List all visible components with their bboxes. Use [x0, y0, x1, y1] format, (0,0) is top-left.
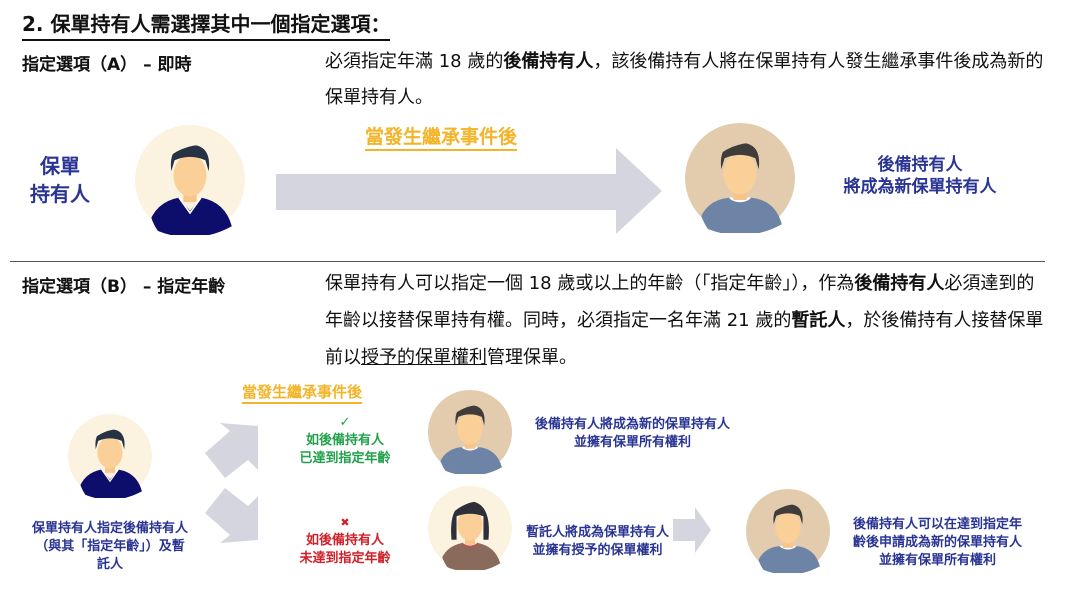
- event-label: 當發生繼承事件後: [365, 122, 518, 151]
- avatar-trustee: [428, 486, 512, 570]
- event-label-b: 當發生繼承事件後: [242, 381, 363, 404]
- successor-result: 後備持有人將成為新保單持有人: [820, 154, 1020, 198]
- reached-result: 後備持有人將成為新的保單持有人並擁有保單所有權利: [515, 416, 750, 452]
- text: 託人: [96, 557, 123, 572]
- bold-term: 暫託人: [791, 310, 846, 331]
- option-b-description: 保單持有人可以指定一個 18 歲或以上的年齡（「指定年齡」），作為後備持有人必須…: [325, 265, 1045, 376]
- text: ，於後備持有人接替保單前以: [325, 310, 1044, 368]
- later-result: 後備持有人可以在達到指定年齡後申請成為新的保單持有人並擁有保單所有權利: [830, 516, 1045, 570]
- text: 後備持有人可以在達到指定年: [852, 517, 1022, 532]
- check-icon: ✓: [339, 415, 351, 430]
- person-icon: [135, 125, 245, 235]
- text: （與其「指定年齡」）及暫: [35, 539, 185, 554]
- divider: [10, 261, 1045, 262]
- person-icon: [428, 486, 512, 570]
- text: 保單: [40, 154, 80, 178]
- section-heading: 2. 保單持有人需選擇其中一個指定選項：: [22, 8, 391, 41]
- text: 如後備持有人: [305, 433, 384, 448]
- text: 如後備持有人: [305, 533, 384, 548]
- avatar-successor-b: [428, 390, 512, 474]
- text: 後備持有人: [877, 155, 963, 175]
- text: 並擁有保單所有權利: [573, 435, 691, 450]
- text: 並擁有授予的保單權利: [532, 543, 663, 558]
- text: ，該後備持有人將在保單持有人發生繼承事件後成為新的保單持有人。: [325, 51, 1044, 108]
- person-icon: [746, 489, 830, 573]
- underlined-term: 授予的保單權利: [361, 347, 487, 368]
- text: 管理保單。: [487, 347, 577, 368]
- reached-condition: ✓ 如後備持有人已達到指定年齡: [285, 414, 405, 468]
- text: 必須達到的年齡以接替保單持有權。同時，必須指定一名年滿 21 歲的: [325, 273, 1035, 331]
- avatar-successor-later: [746, 489, 830, 573]
- text: 必須指定年滿 18 歲的: [325, 51, 504, 72]
- text: 並擁有保單所有權利: [878, 553, 996, 568]
- arrow-right-icon: [673, 507, 711, 553]
- trustee-result: 暫託人將成為保單持有人並擁有授予的保單權利: [510, 524, 685, 560]
- arrow-right-icon: [276, 148, 662, 234]
- person-icon: [68, 414, 152, 498]
- policyholder-caption: 保單持有人指定後備持有人 （與其「指定年齡」）及暫託人: [10, 520, 210, 574]
- not-reached-condition: ✖ 如後備持有人未達到指定年齡: [285, 514, 405, 568]
- bold-term: 後備持有人: [503, 51, 594, 72]
- person-icon: [685, 123, 795, 233]
- text: 未達到指定年齡: [299, 551, 391, 566]
- avatar-successor: [685, 123, 795, 233]
- avatar-policyholder-b: [68, 414, 152, 498]
- bold-term: 後備持有人: [854, 273, 945, 294]
- text: 保單持有人指定後備持有人: [31, 521, 188, 536]
- cross-icon: ✖: [340, 516, 350, 529]
- avatar-policyholder: [135, 125, 245, 235]
- text: 暫託人將成為保單持有人: [525, 525, 669, 540]
- text: 將成為新保單持有人: [843, 177, 997, 197]
- text: 後備持有人將成為新的保單持有人: [534, 417, 730, 432]
- option-a-label: 指定選項（A） – 即時: [22, 55, 192, 75]
- text: 保單持有人可以指定一個 18 歲或以上的年齡（「指定年齡」），作為: [325, 273, 855, 294]
- text: 已達到指定年齡: [299, 451, 391, 466]
- text: 齡後申請成為新的保單持有人: [852, 535, 1022, 550]
- option-a-description: 必須指定年滿 18 歲的後備持有人，該後備持有人將在保單持有人發生繼承事件後成為…: [325, 44, 1045, 116]
- person-icon: [428, 390, 512, 474]
- text: 持有人: [30, 182, 90, 206]
- policyholder-label: 保單持有人: [20, 152, 100, 208]
- arrow-up-right-icon: [205, 423, 258, 478]
- option-b-label: 指定選項（B） – 指定年齡: [22, 277, 226, 297]
- arrow-down-right-icon: [205, 488, 258, 543]
